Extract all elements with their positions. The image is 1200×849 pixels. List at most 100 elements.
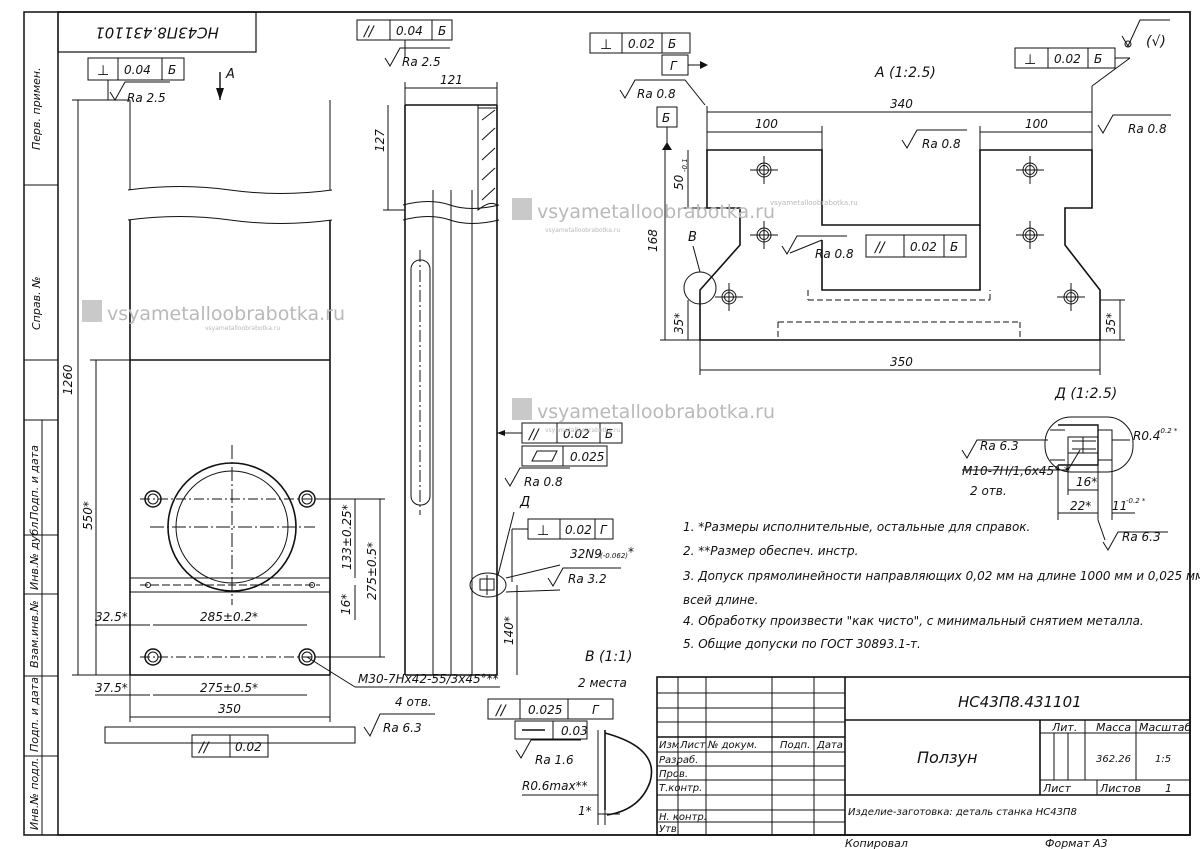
ra-2-5-side: Ra 2.5 bbox=[402, 55, 441, 69]
title-block: Изм Лист № докум. Подп. Дата Разраб. Про… bbox=[656, 676, 1191, 849]
svg-text://: // bbox=[362, 24, 375, 40]
ra-6-3-d1: Ra 6.3 bbox=[980, 439, 1019, 453]
tol-par-002-a: 0.02 bbox=[910, 240, 937, 254]
view-d-letter: Д bbox=[519, 495, 530, 510]
d-11: 11 bbox=[1112, 499, 1127, 513]
tb-lit-label: Лит. bbox=[1051, 721, 1077, 734]
tb-mass-value: 362.26 bbox=[1096, 754, 1131, 765]
d-r04-tol: -0.2 * bbox=[1158, 427, 1178, 435]
tb-row-utv: Утв. bbox=[659, 824, 680, 835]
dim-a-168: 168 bbox=[646, 229, 660, 252]
tb-col-date: Дата bbox=[816, 740, 843, 751]
thread-main-count: 4 отв. bbox=[395, 695, 432, 709]
dim-16: 16* bbox=[339, 594, 353, 615]
svg-text://: // bbox=[494, 703, 507, 719]
tol-perp-002-a2: 0.02 bbox=[1054, 52, 1081, 66]
ra-2-5-top: Ra 2.5 bbox=[127, 91, 166, 105]
technical-notes: 1. *Размеры исполнительные, остальные дл… bbox=[683, 520, 1200, 651]
tol-perp-004: 0.04 bbox=[124, 63, 151, 77]
dim-32-5: 32.5* bbox=[95, 610, 128, 624]
dim-133: 133±0.25* bbox=[340, 504, 354, 570]
ra-3-2: Ra 3.2 bbox=[568, 572, 607, 586]
strip-label-6: Подп. и дата bbox=[28, 677, 41, 752]
svg-text:*: * bbox=[628, 545, 634, 559]
ra-0-8-a3: Ra 0.8 bbox=[922, 137, 961, 151]
rotated-designation-box bbox=[57, 11, 257, 53]
watermark-2: vsyametalloobrabotka.ru bbox=[537, 201, 775, 223]
tol-straight-003: 0.03 bbox=[561, 724, 588, 738]
tb-sheets-value: 1 bbox=[1165, 782, 1172, 795]
v-1: 1* bbox=[578, 804, 592, 818]
dim-275-v: 275±0.5* bbox=[365, 542, 379, 600]
tol-perp-002-a: 0.02 bbox=[628, 37, 655, 51]
d-thread-count: 2 отв. bbox=[970, 484, 1007, 498]
strip-label-4: Инв.№ дубл. bbox=[28, 518, 41, 590]
dim-350: 350 bbox=[218, 702, 241, 716]
dim-a-100-right: 100 bbox=[1025, 117, 1048, 131]
ra-0-8-a4: Ra 0.8 bbox=[815, 247, 854, 261]
detail-v: В (1:1) 2 места // 0.025 Г 0.03 Ra 1.6 R… bbox=[487, 649, 653, 825]
dim-127: 127 bbox=[373, 129, 387, 152]
dim-a-350: 350 bbox=[890, 355, 913, 369]
tol-par-002-side: 0.02 bbox=[563, 427, 590, 441]
ra-0-8-side: Ra 0.8 bbox=[524, 475, 563, 489]
tol-par-002-bottom: 0.02 bbox=[235, 740, 262, 754]
ra-6-3-d2: Ra 6.3 bbox=[1122, 530, 1161, 544]
tol-flat-0025: 0.025 bbox=[570, 450, 604, 464]
dim-140: 140* bbox=[502, 616, 516, 645]
detail-d: Д (1:2.5) R0.4 -0.2 * Ra 6.3 М10-7Н/1,6х… bbox=[961, 386, 1178, 551]
dim-a-50: 50 bbox=[672, 174, 686, 190]
dim-285: 285±0.2* bbox=[200, 610, 258, 624]
note-3: 3. Допуск прямолинейности направляющих 0… bbox=[683, 569, 1200, 583]
watermark-4-small: vsyametalloobrabotka.ru bbox=[770, 199, 858, 207]
view-d-title: Д (1:2.5) bbox=[1054, 386, 1117, 402]
d-thread: М10-7Н/1,6х45° * bbox=[962, 464, 1070, 478]
tol-base-b-4: Б bbox=[668, 37, 676, 51]
ra-0-8-a1: Ra 0.8 bbox=[637, 87, 676, 101]
strip-label-2: Справ. № bbox=[30, 276, 43, 330]
tol-base-b-1: Б bbox=[168, 63, 176, 77]
dim-a-100-left: 100 bbox=[755, 117, 778, 131]
tol-base-b-3: Б bbox=[605, 427, 613, 441]
v-r06: R0.6max** bbox=[522, 779, 588, 793]
d-11-tol: -0.2 * bbox=[1126, 497, 1146, 505]
ra-1-6: Ra 1.6 bbox=[535, 753, 574, 767]
view-v-count: 2 места bbox=[578, 676, 627, 690]
left-strip: Перв. примен. Справ. № Подп. и дата Инв.… bbox=[24, 67, 58, 835]
watermarks: vsyametalloobrabotka.ru vsyametalloobrab… bbox=[82, 198, 858, 434]
tb-scale-value: 1:5 bbox=[1155, 754, 1171, 765]
tb-row-prov: Пров. bbox=[659, 769, 688, 780]
front-view: 1260 550* 32.5* 285±0.2* 37.5* 275±0.5* … bbox=[61, 57, 500, 758]
blank-note: Изделие-заготовка: деталь станка НС43П8 bbox=[848, 807, 1077, 818]
svg-text://: // bbox=[873, 240, 886, 256]
ra-6-3-front: Ra 6.3 bbox=[383, 721, 422, 735]
tol-base-g-2: Г bbox=[670, 59, 678, 73]
dim-a-35-right: 35* bbox=[1104, 313, 1118, 334]
tb-col-izm: Изм bbox=[659, 740, 680, 751]
strip-label-3: Подп. и дата bbox=[28, 445, 41, 520]
svg-text:⊥: ⊥ bbox=[1024, 52, 1036, 68]
note-4: 4. Обработку произвести "как чисто", с м… bbox=[683, 614, 1144, 628]
svg-text:⊥: ⊥ bbox=[537, 523, 549, 539]
perp-sym-top: ⊥ bbox=[97, 63, 109, 79]
dim-a-340: 340 bbox=[890, 97, 913, 111]
rotated-designation: НС43П8.431101 bbox=[95, 24, 219, 42]
view-v-title: В (1:1) bbox=[585, 649, 633, 665]
tol-perp-002-side: 0.02 bbox=[565, 523, 592, 537]
slot-dim: 32N9 bbox=[570, 547, 602, 561]
view-a-arrow-label: А bbox=[225, 67, 235, 82]
svg-text://: // bbox=[527, 427, 540, 443]
view-v-letter: В bbox=[688, 230, 697, 245]
tb-row-razrab: Разраб. bbox=[659, 754, 698, 766]
tol-par-0025: 0.025 bbox=[528, 703, 562, 717]
slot-tol: (-0.062) bbox=[600, 552, 628, 560]
tb-col-list: Лист bbox=[679, 740, 707, 751]
strip-label-1: Перв. примен. bbox=[30, 67, 43, 150]
strip-label-5: Взам.инв.№ bbox=[28, 600, 41, 668]
view-a-title: А (1:2.5) bbox=[874, 65, 936, 81]
dim-a-35-left: 35* bbox=[672, 313, 686, 334]
tb-row-tkontr: Т.контр. bbox=[659, 783, 702, 794]
par-sym-bottom: // bbox=[197, 740, 210, 756]
rough-general: (√) bbox=[1146, 34, 1166, 50]
dim-550: 550* bbox=[81, 501, 95, 530]
